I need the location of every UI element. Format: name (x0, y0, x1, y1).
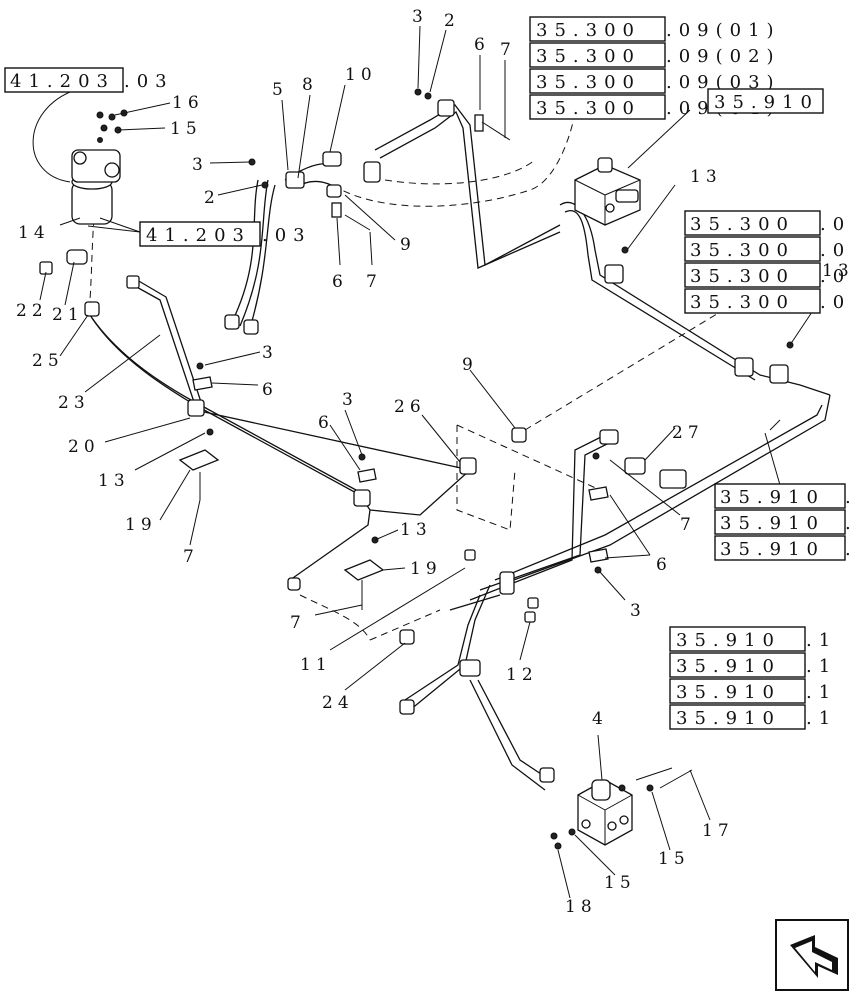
callout-11: 11 (300, 655, 332, 675)
filter-assembly (71, 109, 128, 225)
ref-suffix-12: . (845, 487, 858, 508)
valve-block-upper (574, 157, 641, 226)
callout-18: 18 (565, 897, 597, 917)
callout-22: 22 (16, 301, 48, 321)
callout-25: 25 (32, 351, 64, 371)
callout-15-bottom: 15 (604, 873, 636, 893)
leader-lines (32, 25, 821, 899)
callout-7-upper: 7 (366, 272, 382, 292)
callout-13-far-right: 13 (822, 261, 854, 281)
callout-10: 10 (345, 65, 377, 85)
callout-24: 24 (322, 693, 354, 713)
callout-23: 23 (58, 393, 90, 413)
callout-6-mid: 6 (262, 380, 278, 400)
callout-6-right: 6 (656, 555, 672, 575)
reference-boxes: 35.300 .09(01) 35.300 .09(02) 35.300 .09… (4, 16, 858, 730)
ref-suffix-8: .0 (820, 214, 851, 235)
ref-suffix-6: .03 (124, 71, 174, 92)
ref-box-18: 35.910 (676, 708, 781, 729)
callout-3-right: 3 (630, 601, 646, 621)
ref-suffix-18: .1 (806, 708, 837, 729)
ref-box-2: 35.300 (536, 46, 641, 67)
callout-4: 4 (592, 709, 608, 729)
callout-15-right: 15 (658, 849, 690, 869)
callout-19-left: 19 (125, 515, 157, 535)
callout-17: 17 (702, 821, 734, 841)
callout-3-left: 3 (192, 155, 208, 175)
fittings-and-clamps (39, 88, 794, 850)
ref-suffix-11: .0 (820, 292, 851, 313)
ref-suffix-13: . (845, 513, 858, 534)
callout-3-mid: 3 (262, 343, 278, 363)
callout-5: 5 (272, 80, 288, 100)
ref-suffix-16: .1 (806, 656, 837, 677)
ref-suffix-14: . (845, 539, 858, 560)
callout-12: 12 (506, 665, 538, 685)
callout-13-right: 13 (690, 167, 722, 187)
callout-16: 16 (172, 93, 204, 113)
callout-9-upper: 9 (400, 235, 416, 255)
callout-9-center: 9 (462, 355, 478, 375)
callout-21: 21 (52, 305, 84, 325)
ref-box-6: 41.203 (10, 71, 115, 92)
ref-suffix-9: .0 (820, 240, 851, 261)
ref-suffix-2: .09(02) (666, 46, 781, 67)
callout-3-center: 3 (342, 390, 358, 410)
callout-20: 20 (68, 437, 100, 457)
ref-suffix-10: .0 (820, 266, 851, 287)
ref-suffix-1: .09(01) (666, 20, 781, 41)
ref-box-5: 35.910 (714, 92, 819, 113)
callout-7-right: 7 (680, 515, 696, 535)
callout-8: 8 (302, 75, 318, 95)
callout-15-top: 15 (170, 119, 202, 139)
callout-13-left: 13 (98, 471, 130, 491)
callout-6-center: 6 (318, 413, 334, 433)
ref-box-17: 35.910 (676, 682, 781, 703)
ref-box-7: 41.203 (146, 225, 251, 246)
ref-box-9: 35.300 (690, 240, 795, 261)
ref-box-16: 35.910 (676, 656, 781, 677)
callout-27: 27 (672, 423, 704, 443)
ref-box-12: 35.910 (720, 487, 825, 508)
hydraulic-pipes (87, 104, 831, 791)
ref-box-11: 35.300 (690, 292, 795, 313)
callout-numbers: 3 2 6 7 5 8 10 16 15 3 2 9 6 7 14 22 21 … (16, 7, 854, 917)
callout-6-upper: 6 (332, 272, 348, 292)
ref-suffix-15: .1 (806, 630, 837, 651)
next-page-arrow-icon[interactable] (775, 919, 849, 991)
ref-box-3: 35.300 (536, 72, 641, 93)
callout-2: 2 (444, 11, 460, 31)
ref-box-10: 35.300 (690, 266, 795, 287)
callout-13-lower: 13 (400, 520, 432, 540)
dashed-relation-lines (89, 109, 741, 641)
callout-19-lower: 19 (410, 559, 442, 579)
callout-2-left: 2 (204, 188, 220, 208)
callout-26: 26 (394, 397, 426, 417)
ref-box-4: 35.300 (536, 98, 641, 119)
callout-7-left: 7 (183, 547, 199, 567)
ref-box-13: 35.910 (720, 513, 825, 534)
ref-suffix-7: .03 (262, 225, 312, 246)
callout-14: 14 (18, 223, 50, 243)
ref-suffix-17: .1 (806, 682, 837, 703)
callout-7: 7 (500, 40, 516, 60)
callout-6: 6 (474, 35, 490, 55)
ref-suffix-3: .09(03) (666, 72, 781, 93)
valve-block-lower (577, 779, 633, 846)
ref-box-15: 35.910 (676, 630, 781, 651)
callout-7-lower: 7 (290, 613, 306, 633)
ref-box-8: 35.300 (690, 214, 795, 235)
ref-box-14: 35.910 (720, 539, 825, 560)
callout-3: 3 (412, 7, 428, 27)
ref-box-1: 35.300 (536, 20, 641, 41)
